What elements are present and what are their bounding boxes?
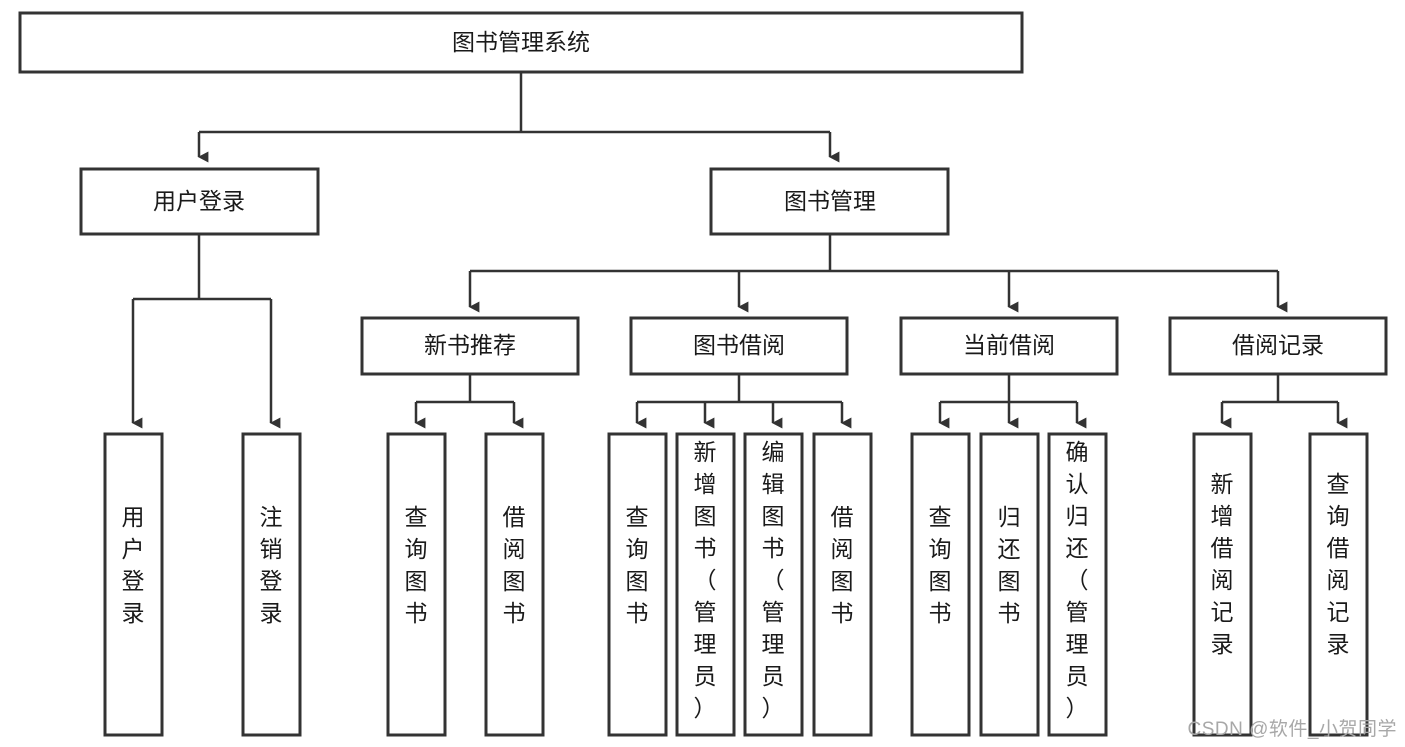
node-leaf-add-book-box[interactable]	[675, 432, 736, 737]
node-bookmgmt-label: 图书管理	[784, 188, 876, 214]
node-leaf-edit-book-box[interactable]	[743, 432, 804, 737]
node-records[interactable]: 借阅记录	[1168, 316, 1388, 376]
connectors-current-to-leaves	[938, 374, 1087, 429]
node-leaf-confirm-return-box[interactable]	[1047, 432, 1108, 737]
node-leaf-user-logout-label: 注销登录	[260, 504, 283, 626]
node-current-label: 当前借阅	[963, 332, 1055, 358]
node-bookmgmt-box[interactable]	[709, 167, 950, 236]
node-current-box[interactable]	[899, 316, 1119, 376]
node-current[interactable]: 当前借阅	[899, 316, 1119, 376]
node-leaf-query-book-3-box[interactable]	[910, 432, 971, 737]
connectors-records-to-leaves	[1220, 374, 1348, 429]
node-leaf-query-book-2-label: 查询图书	[626, 504, 649, 626]
csdn-watermark: CSDN @软件_小贺同学	[1187, 719, 1397, 740]
node-borrow[interactable]: 图书借阅	[629, 316, 849, 376]
node-newbook-box[interactable]	[360, 316, 580, 376]
node-leaf-borrow-book-2[interactable]: 借阅图书	[812, 432, 873, 737]
node-leaf-add-book[interactable]: 新增图书（管理员）	[675, 432, 736, 737]
node-borrow-box[interactable]	[629, 316, 849, 376]
node-leaf-add-record[interactable]: 新增借阅记录	[1192, 432, 1253, 737]
node-leaf-query-book-3-label: 查询图书	[929, 504, 952, 626]
node-leaf-query-book-2-box[interactable]	[607, 432, 668, 737]
connectors-newbook-to-leaves	[414, 374, 524, 429]
node-leaf-user-login-box[interactable]	[103, 432, 164, 737]
connectors-bookmgmt-to-level3	[468, 234, 1288, 313]
node-leaf-confirm-return-label: 确认归还（管理员）	[1066, 439, 1089, 721]
node-leaf-add-book-label: 新增图书（管理员）	[694, 439, 717, 721]
node-leaf-add-record-box[interactable]	[1192, 432, 1253, 737]
node-root-label: 图书管理系统	[452, 29, 590, 55]
node-login-box[interactable]	[79, 167, 320, 236]
node-root-box[interactable]	[18, 11, 1024, 74]
node-leaf-query-book-3[interactable]: 查询图书	[910, 432, 971, 737]
node-leaf-query-book-1-label: 查询图书	[405, 504, 428, 626]
node-leaf-borrow-book-2-box[interactable]	[812, 432, 873, 737]
node-leaf-query-record-box[interactable]	[1308, 432, 1369, 737]
node-leaf-user-logout-box[interactable]	[241, 432, 302, 737]
node-leaf-borrow-book-1-box[interactable]	[484, 432, 545, 737]
node-leaf-borrow-book-1[interactable]: 借阅图书	[484, 432, 545, 737]
node-leaf-user-login-label: 用户登录	[122, 504, 145, 626]
node-newbook[interactable]: 新书推荐	[360, 316, 580, 376]
node-leaf-confirm-return[interactable]: 确认归还（管理员）	[1047, 432, 1108, 737]
connectors-borrow-to-leaves	[635, 374, 852, 429]
connectors-level1-to-level2	[197, 72, 840, 163]
node-leaf-add-record-label: 新增借阅记录	[1211, 471, 1234, 657]
node-leaf-return-book-box[interactable]	[979, 432, 1040, 737]
node-leaf-query-record[interactable]: 查询借阅记录	[1308, 432, 1369, 737]
node-leaf-query-book-2[interactable]: 查询图书	[607, 432, 668, 737]
node-leaf-return-book-label: 归还图书	[998, 504, 1021, 626]
node-login-label: 用户登录	[153, 188, 245, 214]
node-login[interactable]: 用户登录	[79, 167, 320, 236]
node-leaf-borrow-book-2-label: 借阅图书	[831, 504, 854, 626]
node-leaf-borrow-book-1-label: 借阅图书	[503, 504, 526, 626]
node-leaf-query-book-1-box[interactable]	[386, 432, 447, 737]
node-records-label: 借阅记录	[1232, 332, 1324, 358]
node-leaf-return-book[interactable]: 归还图书	[979, 432, 1040, 737]
node-leaf-user-login[interactable]: 用户登录	[103, 432, 164, 737]
node-root[interactable]: 图书管理系统	[18, 11, 1024, 74]
connectors-login-to-leaves	[131, 234, 281, 429]
node-leaf-query-record-label: 查询借阅记录	[1327, 471, 1350, 657]
node-newbook-label: 新书推荐	[424, 332, 516, 358]
node-leaf-edit-book[interactable]: 编辑图书（管理员）	[743, 432, 804, 737]
node-leaf-edit-book-label: 编辑图书（管理员）	[762, 439, 785, 721]
node-bookmgmt[interactable]: 图书管理	[709, 167, 950, 236]
node-leaf-user-logout[interactable]: 注销登录	[241, 432, 302, 737]
node-leaf-query-book-1[interactable]: 查询图书	[386, 432, 447, 737]
node-borrow-label: 图书借阅	[693, 332, 785, 358]
node-records-box[interactable]	[1168, 316, 1388, 376]
